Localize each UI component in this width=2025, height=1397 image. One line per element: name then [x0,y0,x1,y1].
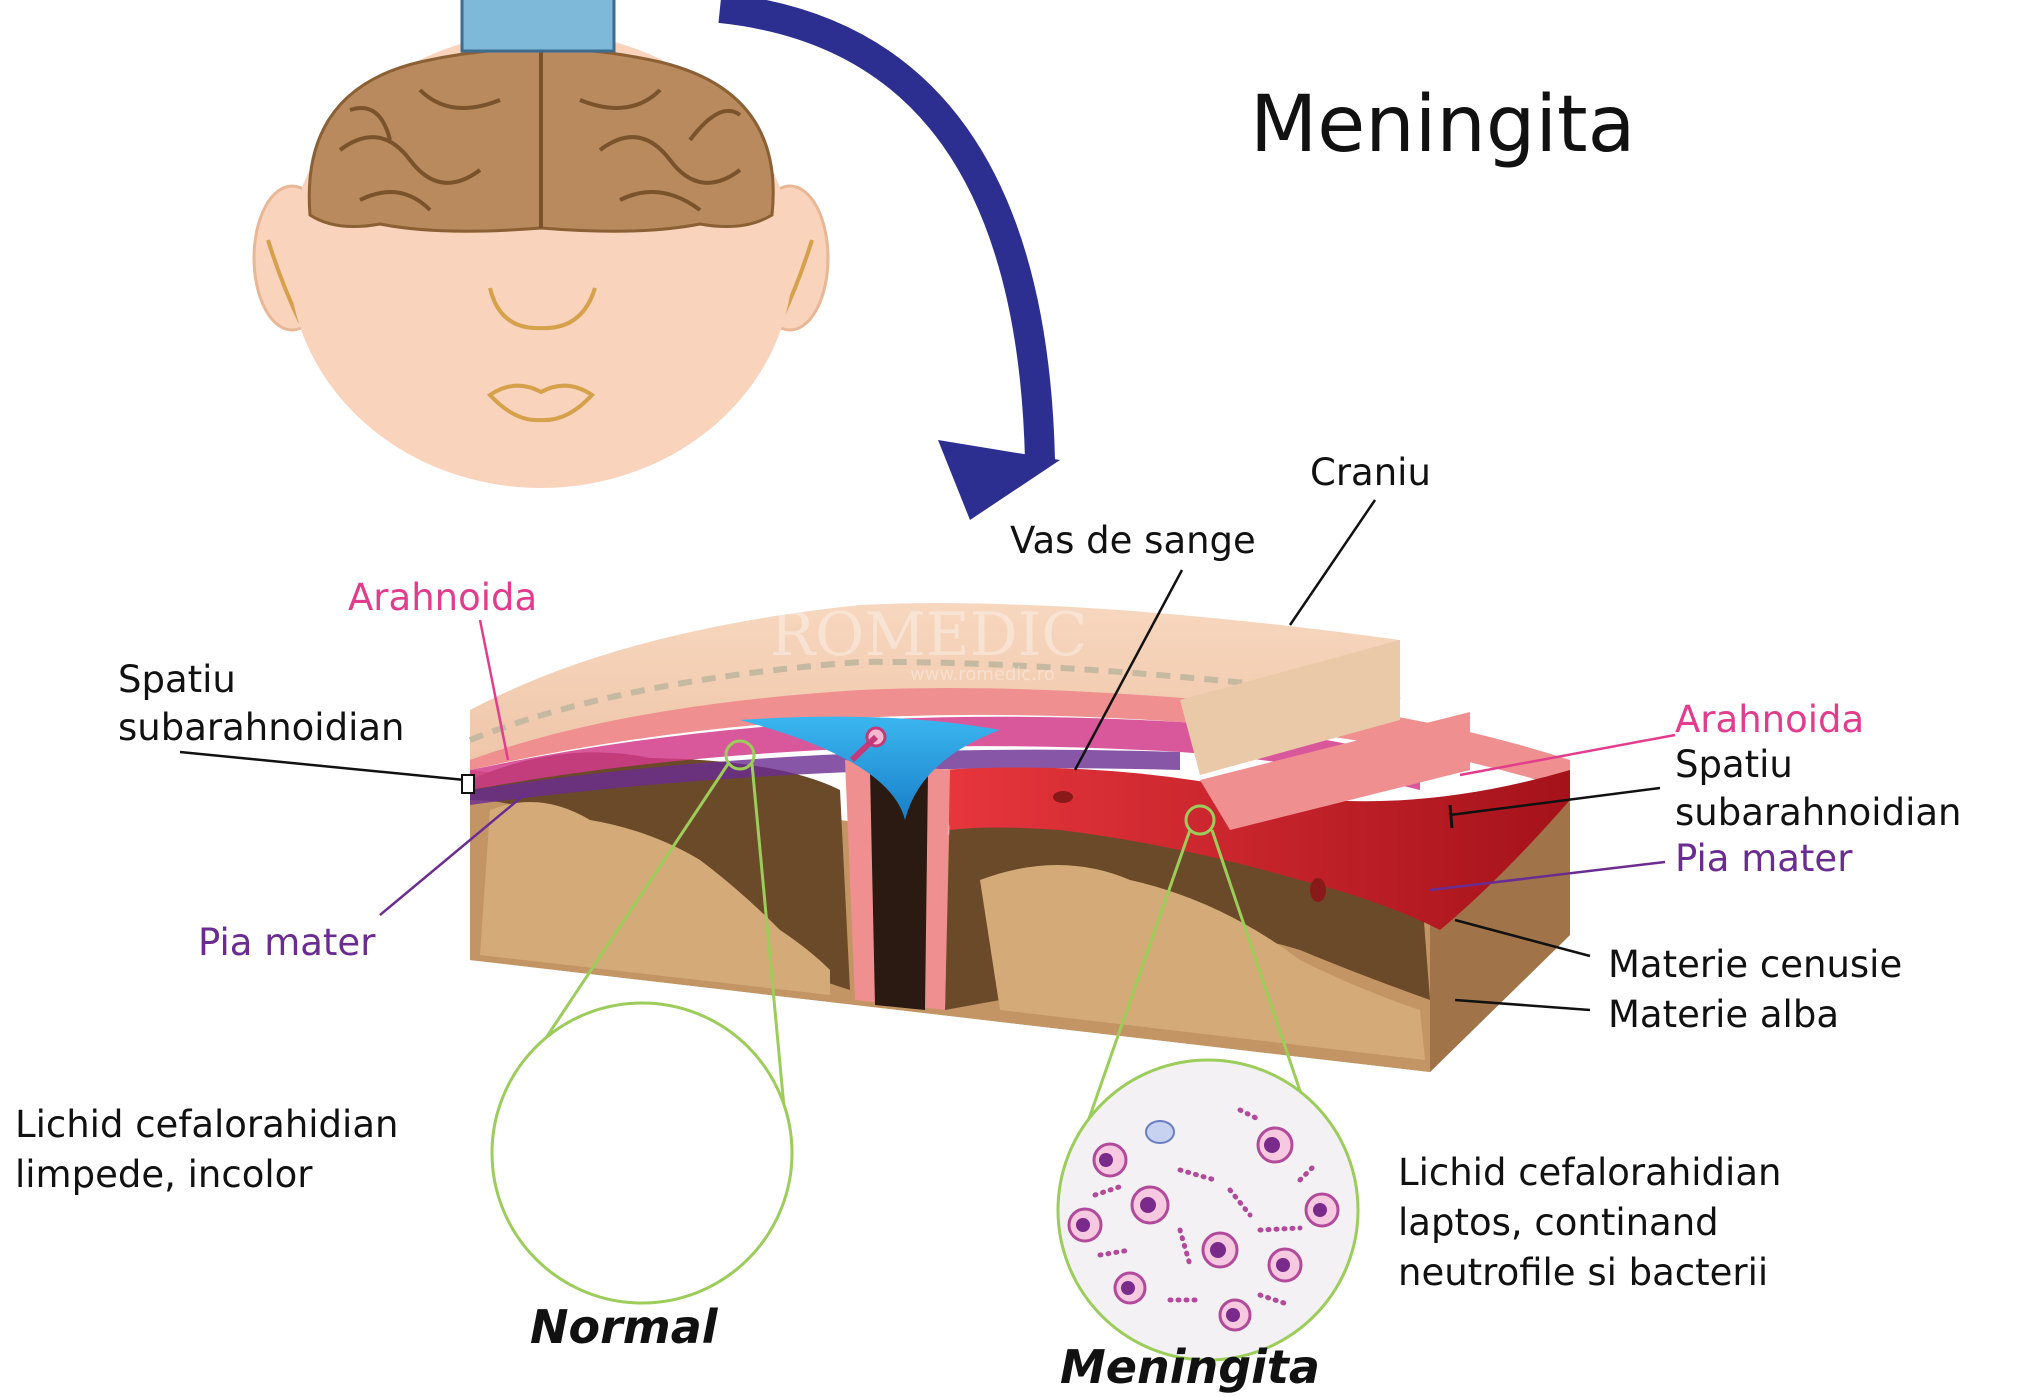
label-arahnoida-right: Arahnoida [1675,695,1864,745]
caption-normal: Normal [530,1300,718,1354]
label-spatiu-right-line2: subarahnoidian [1675,788,1961,838]
label-lichid-normal-line1: Lichid cefalorahidian [15,1100,398,1150]
csf-meningitis-circle [1058,1060,1358,1360]
watermark-brand: ROMEDIC [770,600,1087,670]
label-lichid-meningita-line2: laptos, continand [1398,1198,1719,1248]
leader-craniu [1290,500,1375,625]
label-materie-alba: Materie alba [1608,990,1839,1040]
label-lichid-meningita-line1: Lichid cefalorahidian [1398,1148,1781,1198]
section-marker [462,0,614,51]
label-spatiu-left-line1: Spatiu [118,655,236,705]
label-pia-mater-right: Pia mater [1675,834,1852,884]
label-spatiu-right-line1: Spatiu [1675,740,1793,790]
label-vas-de-sange: Vas de sange [1010,516,1256,566]
cross-section: ROMEDIC www.romedic.ro [470,600,1570,1072]
watermark-url: www.romedic.ro [910,664,1055,685]
csf-normal-circle [492,1003,792,1303]
label-craniu: Craniu [1310,448,1431,498]
blood-vessel-inflamed [1053,791,1073,803]
label-materie-cenusie: Materie cenusie [1608,940,1902,990]
leader-spatiu-left [180,752,465,780]
blood-vessel-inflamed-2 [1310,878,1326,902]
label-spatiu-left-line2: subarahnoidian [118,703,404,753]
head-illustration [254,0,828,488]
label-pia-mater-left: Pia mater [198,918,375,968]
label-arahnoida-left: Arahnoida [348,573,537,623]
label-lichid-meningita-line3: neutrofile si bacterii [1398,1248,1768,1298]
caption-meningita: Meningita [1060,1340,1320,1394]
fissure-core [870,770,928,1010]
diagram-title: Meningita [1250,80,1635,170]
lymphocyte [1146,1121,1174,1143]
bracket-left [462,775,474,793]
bracket-right [1450,805,1452,828]
label-lichid-normal-line2: limpede, incolor [15,1150,312,1200]
